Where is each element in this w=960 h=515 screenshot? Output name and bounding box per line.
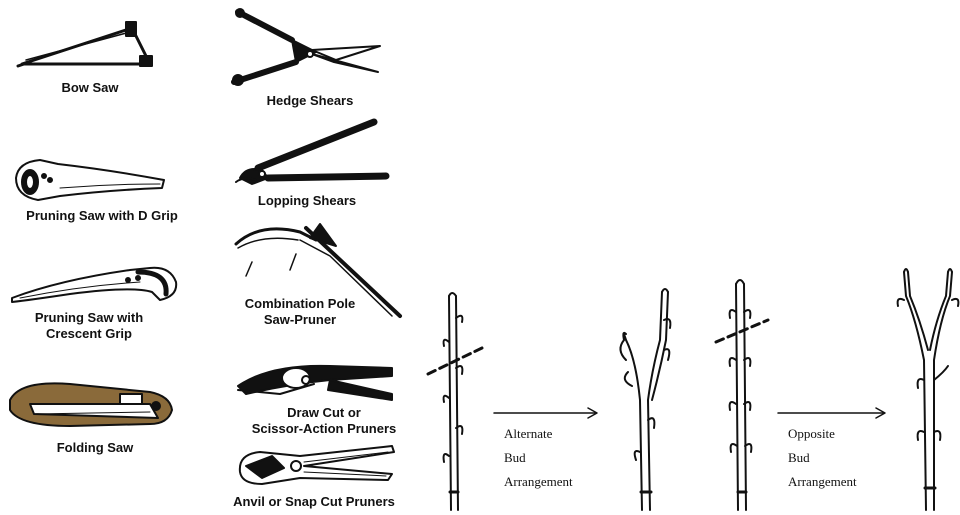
folding-saw-label: Folding Saw [40, 440, 150, 456]
alternate-arrow [494, 408, 597, 418]
alternate-stem-before-drawing [444, 293, 463, 510]
bow-saw-text: Bow Saw [40, 80, 140, 96]
anvil-pruners-drawing [240, 446, 394, 484]
anvil-pruners-label: Anvil or Snap Cut Pruners [216, 494, 412, 510]
pruning-saw-crescent-grip-label: Pruning Saw with Crescent Grip [16, 310, 162, 342]
combination-pole-label: Combination Pole Saw-Pruner [230, 296, 370, 328]
draw-cut-line1: Draw Cut or [236, 405, 412, 421]
opposite-cut-line [716, 320, 768, 342]
opposite-stem-before-drawing [730, 280, 752, 510]
opposite-label-line1: Opposite [788, 422, 857, 446]
hedge-shears-label: Hedge Shears [250, 93, 370, 109]
pruning-saw-d-grip-label: Pruning Saw with D Grip [4, 208, 200, 224]
pruning-saw-crescent-grip-drawing [12, 268, 176, 302]
lopping-shears-text: Lopping Shears [242, 193, 372, 209]
opposite-stem-after-drawing [898, 269, 959, 510]
pruning-saw-crescent-line1: Pruning Saw with [16, 310, 162, 326]
alternate-bud-arrangement-label: Alternate Bud Arrangement [504, 422, 573, 494]
bow-saw-drawing [18, 22, 152, 66]
opposite-label-line3: Arrangement [788, 470, 857, 494]
opposite-arrow [778, 408, 885, 418]
alternate-label-line3: Arrangement [504, 470, 573, 494]
hedge-shears-text: Hedge Shears [250, 93, 370, 109]
draw-cut-line2: Scissor-Action Pruners [236, 421, 412, 437]
alternate-label-line1: Alternate [504, 422, 573, 446]
alternate-cut-line [428, 348, 482, 374]
alternate-stem-after-drawing [620, 289, 670, 510]
draw-cut-pruners-label: Draw Cut or Scissor-Action Pruners [236, 405, 412, 437]
lopping-shears-drawing [236, 122, 386, 184]
pruning-saw-crescent-line2: Crescent Grip [16, 326, 162, 342]
opposite-label-line2: Bud [788, 446, 857, 470]
anvil-pruners-text: Anvil or Snap Cut Pruners [216, 494, 412, 510]
folding-saw-text: Folding Saw [40, 440, 150, 456]
folding-saw-drawing [10, 383, 172, 426]
alternate-label-line2: Bud [504, 446, 573, 470]
draw-cut-pruners-drawing [238, 366, 392, 400]
hedge-shears-drawing [233, 9, 380, 85]
pruning-saw-d-grip-text: Pruning Saw with D Grip [4, 208, 200, 224]
bow-saw-label: Bow Saw [40, 80, 140, 96]
lopping-shears-label: Lopping Shears [242, 193, 372, 209]
combination-pole-line2: Saw-Pruner [230, 312, 370, 328]
combination-pole-line1: Combination Pole [230, 296, 370, 312]
opposite-bud-arrangement-label: Opposite Bud Arrangement [788, 422, 857, 494]
pruning-saw-d-grip-drawing [16, 160, 164, 200]
